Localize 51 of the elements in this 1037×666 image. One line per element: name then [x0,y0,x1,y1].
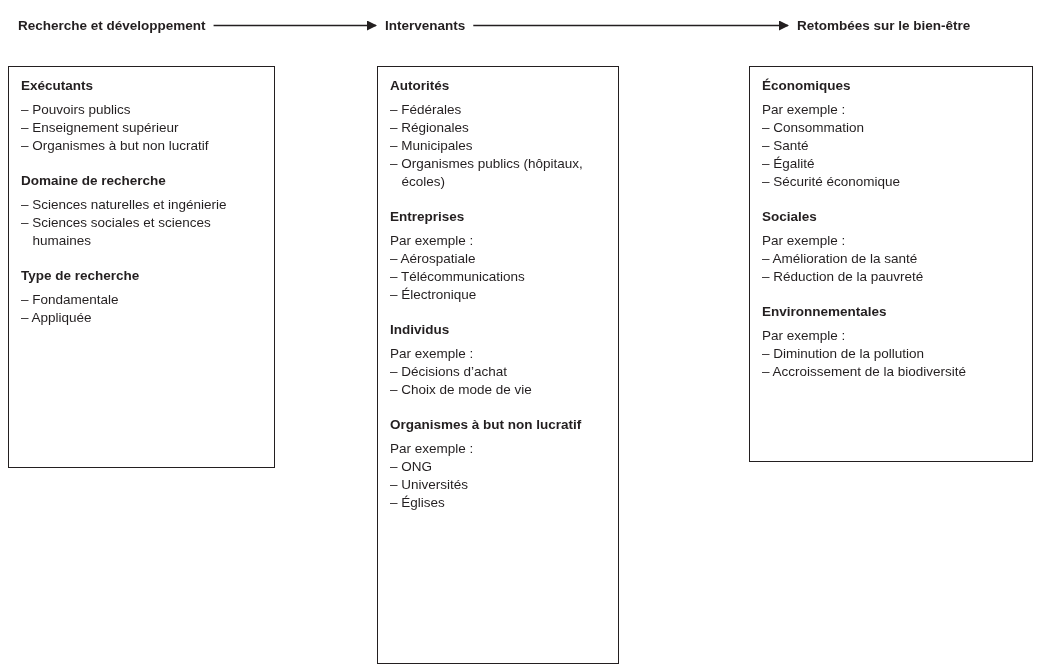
list-item: – ONG [390,458,433,476]
list-item: Par exemple : [390,232,475,250]
list-item: Par exemple : [762,327,847,345]
arrow [212,20,377,31]
list-item: – Universités [390,476,470,494]
list-item: – Égalité [762,155,816,173]
list-item: – Diminution de la pollution [762,345,926,363]
list-item: Par exemple : [762,101,847,119]
list-item: – Télécommunications [390,268,526,286]
list-item: Par exemple : [390,345,475,363]
list-item: – Santé [762,137,810,155]
section-heading: Organismes à but non lucratif [390,416,583,434]
list-item: – Municipales [390,137,474,155]
list-item: – Pouvoirs publics [21,101,132,119]
list-item: Par exemple : [762,232,847,250]
list-item: – Sciences naturelles et ingénierie [21,196,228,214]
list-item: – Fondamentale [21,291,120,309]
list-item: – Régionales [390,119,470,137]
category-box [8,66,275,468]
list-item: – Appliquée [21,309,93,327]
section-heading: Individus [390,321,451,339]
section-heading: Exécutants [21,77,95,95]
list-item: Par exemple : [390,440,475,458]
section-heading: Environnementales [762,303,888,321]
section-heading: Entreprises [390,208,466,226]
list-item: – Enseignement supérieur [21,119,180,137]
list-item: – Fédérales [390,101,463,119]
list-item: – Sécurité économique [762,173,902,191]
arrow [472,20,789,31]
stage-heading: Intervenants [385,18,466,33]
section-heading: Type de recherche [21,267,141,285]
list-item: – Réduction de la pauvreté [762,268,925,286]
list-item: – Organismes publics (hôpitaux, écoles) [390,155,584,191]
section-heading: Économiques [762,77,852,95]
list-item: – Sciences sociales et sciences humaines [21,214,212,250]
list-item: – Électronique [390,286,478,304]
stage-heading: Recherche et développement [18,18,206,33]
list-item: – Choix de mode de vie [390,381,533,399]
list-item: – Amélioration de la santé [762,250,919,268]
section-heading: Sociales [762,208,818,226]
stage-heading: Retombées sur le bien-être [797,18,971,33]
section-heading: Domaine de recherche [21,172,167,190]
list-item: – Aérospatiale [390,250,477,268]
list-item: – Organismes à but non lucratif [21,137,210,155]
list-item: – Consommation [762,119,866,137]
list-item: – Églises [390,494,446,512]
list-item: – Accroissement de la biodiversité [762,363,968,381]
category-box [377,66,619,664]
list-item: – Décisions d’achat [390,363,509,381]
section-heading: Autorités [390,77,451,95]
category-box [749,66,1033,462]
